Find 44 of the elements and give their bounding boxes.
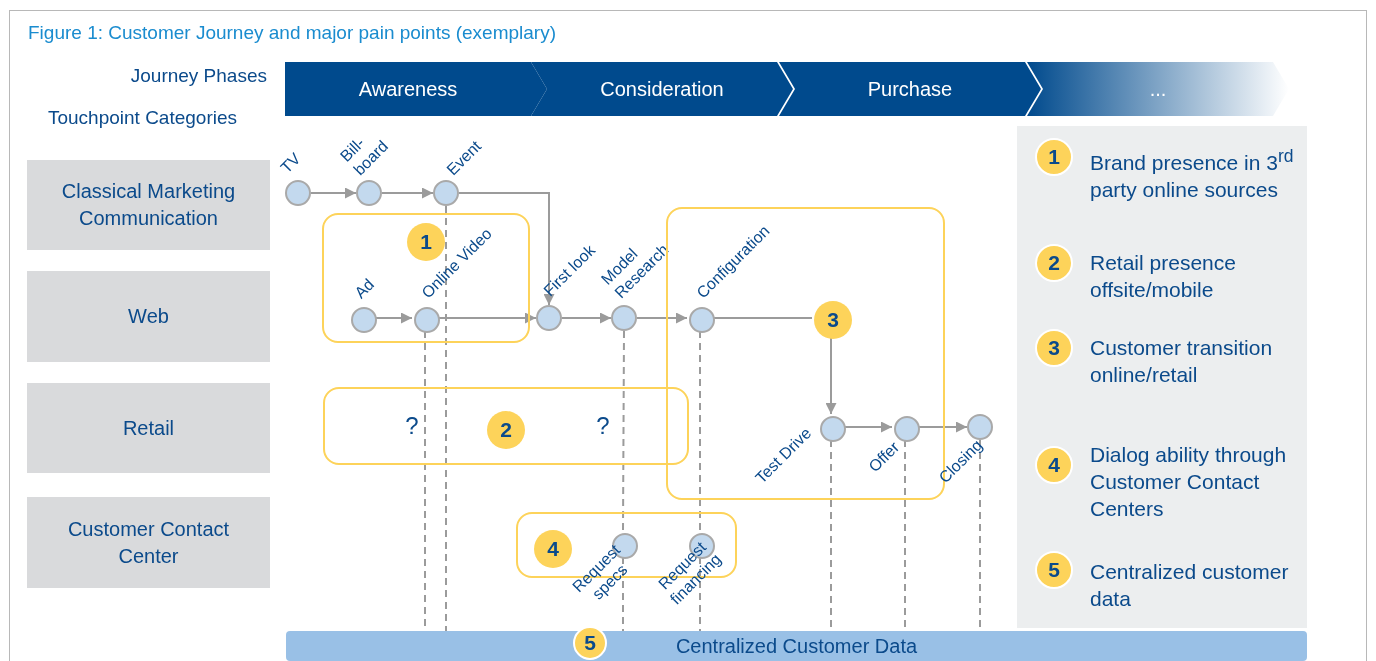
arrow	[310, 187, 357, 199]
category-header: Classical Marketing Communication	[27, 160, 270, 250]
number-badge: 1	[1035, 138, 1073, 176]
legend-panel	[1017, 126, 1307, 628]
connector-line	[622, 556, 624, 632]
arrow	[458, 192, 555, 306]
figure-title: Figure 1: Customer Journey and major pain points (exemplary)	[28, 22, 556, 44]
arrow	[825, 336, 837, 415]
number-badge: 2	[487, 411, 525, 449]
axis-heading: Journey Phases	[129, 64, 267, 88]
highlight-frame	[323, 387, 689, 465]
number-badge: 1	[407, 223, 445, 261]
phase-band: Awareness	[285, 62, 547, 116]
number-badge: 5	[1035, 551, 1073, 589]
phase-band: Consideration	[531, 62, 793, 116]
number-badge: 4	[1035, 446, 1073, 484]
category-header: Retail	[27, 383, 270, 473]
touchpoint-label: Ad	[350, 274, 379, 302]
phase-band: Purchase	[779, 62, 1041, 116]
pain-point-text: Customer transition online/retail	[1090, 335, 1274, 388]
axis-heading: Touchpoint Categories	[46, 106, 239, 130]
number-badge: 4	[534, 530, 572, 568]
touchpoint-label: TV	[276, 148, 305, 177]
connector-line	[622, 330, 625, 532]
pain-point-text: Dialog ability through Customer Contact Centers	[1090, 442, 1288, 522]
number-badge: 3	[1035, 329, 1073, 367]
connector-line	[699, 330, 701, 532]
arrow	[561, 312, 612, 324]
connector-line	[699, 556, 701, 632]
highlight-frame	[322, 213, 530, 343]
question-mark: ?	[405, 412, 419, 440]
arrow	[636, 312, 688, 324]
category-header: Web	[27, 271, 270, 362]
connector-line	[445, 205, 447, 632]
touchpoint-label: First look	[539, 240, 600, 300]
pain-point-text: Brand presence in 3$^{rd}$ party online sources	[1090, 145, 1295, 203]
number-badge: 5	[573, 626, 607, 660]
number-badge: 3	[814, 301, 852, 339]
category-header: Customer Contact Center	[27, 497, 270, 588]
pain-point-text: Centralized customer data	[1090, 559, 1290, 612]
number-badge: 2	[1035, 244, 1073, 282]
arrow	[381, 187, 434, 199]
question-mark: ?	[596, 412, 610, 440]
pain-point-text: Retail presence offsite/mobile	[1090, 250, 1237, 303]
